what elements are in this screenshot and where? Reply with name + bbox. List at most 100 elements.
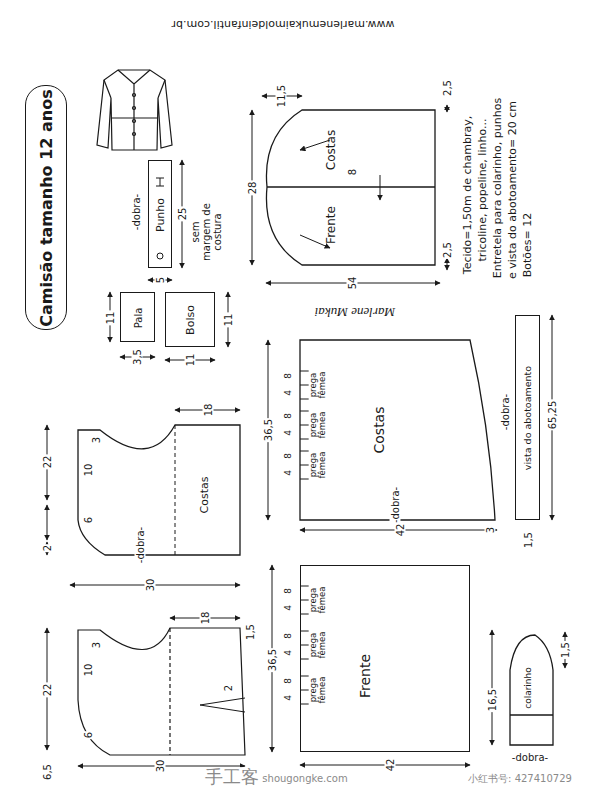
- pattern-piece: Pala: [120, 292, 155, 342]
- dimension-label: 18: [200, 611, 211, 626]
- dimension-label: prega fêmea: [309, 407, 328, 443]
- pleat-tick: [300, 479, 309, 480]
- dimension-label: 18: [203, 403, 214, 418]
- dimension-label: 8: [284, 677, 294, 685]
- watermark: 手工客: [204, 767, 260, 787]
- piece-name: Frente: [358, 654, 373, 698]
- dimension-label: 54: [347, 276, 358, 291]
- pleat-tick: [300, 645, 309, 646]
- dimension-label: 6: [83, 731, 94, 739]
- dimension-label: -dobra-: [500, 393, 511, 431]
- dimension-label: 30: [145, 578, 156, 593]
- dimension-label: 8: [284, 452, 294, 460]
- dimension-label: 6: [83, 516, 94, 524]
- dimension-label: 4: [284, 469, 294, 477]
- watermark: 小红书号: 427410729: [467, 773, 573, 784]
- dimension-label: 8: [347, 168, 358, 176]
- piece-name: Costas: [199, 477, 211, 514]
- dimension-label: 42: [395, 523, 406, 538]
- signature: Marlene Mukai: [314, 305, 397, 319]
- pattern-piece: Bolso: [165, 292, 215, 347]
- pleat-tick: [300, 411, 309, 412]
- dimension-label: 11,5: [276, 84, 287, 108]
- dimension-label: 1,5: [523, 531, 534, 549]
- pleat-tick: [300, 704, 309, 705]
- piece-name: Costas: [372, 407, 387, 454]
- dimension-label: 8: [284, 632, 294, 640]
- dimension-label: 25: [177, 207, 188, 222]
- dimension-label: 2: [42, 544, 53, 552]
- dimension-label: 28: [247, 181, 258, 196]
- dimension-label: prega fêmea: [309, 627, 328, 663]
- piece-name: colarinho: [524, 667, 534, 709]
- dimension-label: -dobra-: [511, 752, 549, 763]
- dimension-label: prega fêmea: [309, 672, 328, 708]
- dimension-label: 3: [91, 641, 102, 649]
- dimension-label: 4: [284, 389, 294, 397]
- pleat-tick: [300, 465, 309, 466]
- dimension-label: e vista do abotoamento= 20 cm: [507, 100, 519, 280]
- title: Camisão tamanho 12 anos: [38, 89, 56, 326]
- dimension-label: -dobra-: [131, 193, 142, 231]
- dimension-label: Botões= 12: [522, 212, 534, 279]
- dimension-label: -dobra-: [390, 486, 401, 524]
- pattern-piece: Punho: [148, 160, 172, 268]
- piece-name: Pala: [133, 308, 144, 329]
- upper-front-piece: [78, 628, 245, 755]
- dimension-label: 4: [284, 694, 294, 702]
- title-cloud: Camisão tamanho 12 anos: [25, 85, 67, 330]
- dimension-label: 2,5: [442, 79, 453, 97]
- piece-name: Punho: [155, 198, 167, 232]
- dimension-label: 22: [42, 455, 53, 470]
- dimension-label: 1,5: [245, 623, 256, 641]
- piece-outline: [510, 635, 553, 745]
- pleat-tick: [300, 371, 309, 372]
- dimension-label: 16,5: [487, 688, 498, 712]
- piece-name: Frente: [325, 206, 338, 244]
- piece-name: Costas: [325, 130, 338, 170]
- dimension-label: 11: [185, 353, 196, 368]
- dimension-label: 4: [284, 429, 294, 437]
- dimension-label: 3,5: [132, 348, 143, 366]
- pleat-tick: [300, 385, 309, 386]
- dimension-label: 10: [83, 463, 94, 478]
- dimension-label: 4: [284, 649, 294, 657]
- dimension-label: prega fêmea: [309, 367, 328, 403]
- dimension-label: Entretela para colarinho, punhos: [492, 97, 504, 279]
- pleat-tick: [300, 425, 309, 426]
- dimension-label: 6,5: [42, 763, 53, 781]
- dimension-label: -dobra-: [135, 526, 146, 564]
- piece-outline: [266, 110, 435, 265]
- dimension-label: 22: [42, 683, 53, 698]
- piece-outline: [262, 105, 440, 270]
- pleat-tick: [300, 451, 309, 452]
- pleat-tick: [300, 676, 309, 677]
- dimension-label: 30: [155, 759, 166, 774]
- dimension-label: 2,5: [442, 241, 453, 259]
- pleat-tick: [300, 586, 309, 587]
- pleat-tick: [300, 690, 309, 691]
- dimension-label: tricoline, popeline, linho...: [477, 118, 489, 263]
- dimension-label: 8: [284, 587, 294, 595]
- dimension-label: 36,5: [263, 418, 274, 442]
- pleat-tick: [300, 631, 309, 632]
- dimension-label: 8: [284, 372, 294, 380]
- pleat-tick: [300, 659, 309, 660]
- dimension-label: 3: [91, 436, 102, 444]
- dimension-label: 36,5: [267, 648, 278, 672]
- pleat-ticks: [300, 371, 309, 704]
- dimension-label: 3: [485, 526, 496, 534]
- dimension-label: 8: [284, 412, 294, 420]
- dimension-label: 65,25: [547, 400, 558, 431]
- pattern-piece: vista do abotoamento: [515, 315, 540, 520]
- pleat-tick: [300, 399, 309, 400]
- watermark: shougongke.com: [261, 773, 348, 784]
- dimension-label: 42: [385, 758, 396, 773]
- dimension-label: 11: [223, 313, 234, 328]
- grain-arrows: [300, 140, 380, 248]
- pleat-tick: [300, 600, 309, 601]
- dimension-label: 5: [155, 276, 166, 284]
- shirt-sketch: [97, 70, 172, 150]
- piece-name: vista do abotoamento: [523, 366, 533, 470]
- dimension-label: 11: [105, 311, 116, 326]
